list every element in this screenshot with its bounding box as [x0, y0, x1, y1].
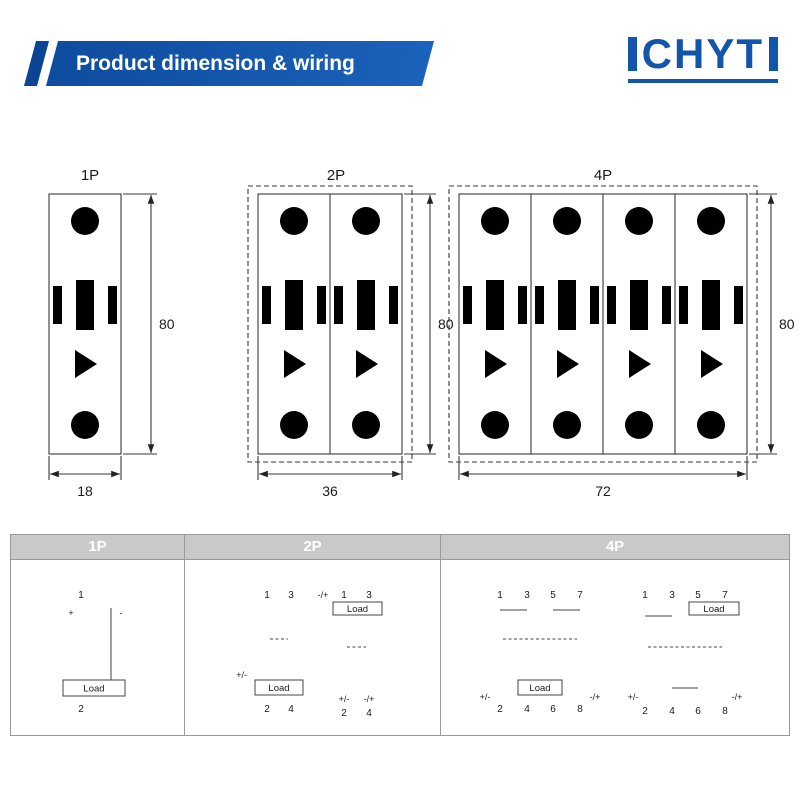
height-dimension-2p [404, 193, 436, 455]
terminal-label: 6 [695, 706, 701, 717]
wiring-table-header: 1P 2P 4P [11, 535, 789, 559]
terminal-label: 3 [288, 590, 294, 601]
terminal-label: 3 [366, 590, 372, 601]
load-box [332, 601, 383, 616]
terminal-label: 8 [577, 704, 583, 715]
terminal-label: 8 [722, 706, 728, 717]
wiring-diagram-4p: 1 3 5 7 Load +/- -/+ 2 4 [480, 590, 743, 717]
wiring-table: 1P 2P 4P 1 + - Load 2 1 3 [10, 534, 790, 736]
drawing-label-1p: 1P [81, 167, 99, 184]
load-label: Load [268, 683, 289, 694]
terminal-label: 1 [341, 590, 347, 601]
width-value-2p: 36 [322, 483, 338, 499]
brand-logo: CHYT [627, 30, 778, 83]
breaker-body-1p [48, 193, 122, 455]
terminal-label: 6 [550, 704, 556, 715]
terminal-label: 2 [497, 704, 503, 715]
outline-dashed-4p [448, 185, 758, 463]
wiring-4p-diagram-a: 1 3 5 7 Load +/- -/+ 2 4 [480, 590, 601, 715]
page-title: Product dimension & wiring [76, 52, 355, 75]
load-label: Load [83, 684, 104, 695]
load-box [517, 679, 563, 696]
width-dimension-4p [458, 456, 748, 480]
terminal-label: 1 [78, 590, 84, 601]
terminal-label: 1 [264, 590, 270, 601]
width-dimension-2p [257, 456, 403, 480]
drawing-label-4p: 4P [594, 167, 612, 184]
wiring-table-body: 1 + - Load 2 1 3 Lo [11, 559, 789, 735]
wiring-diagram-2p: 1 3 Load +/- 2 4 -/+ 1 3 Loa [236, 590, 383, 719]
polarity-plus: + [68, 608, 73, 618]
terminal-label: 4 [288, 704, 294, 715]
height-dimension-4p [749, 193, 777, 455]
load-label: Load [703, 604, 724, 615]
terminal-label: 7 [722, 590, 728, 601]
terminal-label: 5 [550, 590, 556, 601]
outline-dashed-2p [247, 185, 413, 463]
height-value-4p: 80 [779, 316, 795, 332]
polarity-label: -/+ [590, 692, 601, 702]
polarity-label: -/+ [732, 692, 743, 702]
wiring-diagram-1p: 1 + - Load 2 [62, 590, 126, 715]
terminal-label: 4 [669, 706, 675, 717]
width-value-4p: 72 [595, 483, 611, 499]
polarity-label: +/- [339, 694, 350, 704]
load-box [254, 679, 304, 696]
polarity-label: +/- [236, 670, 247, 680]
wiring-2p-diagram-a: 1 3 Load +/- 2 4 [236, 590, 304, 715]
terminal-label: 4 [366, 708, 372, 719]
terminal-label: 7 [577, 590, 583, 601]
logo-text: CHYT [641, 30, 764, 77]
logo-bar-right [769, 37, 778, 71]
logo-underline [627, 79, 778, 83]
wiring-2p-diagram-b: -/+ 1 3 Load +/- -/+ 2 4 [318, 590, 383, 719]
wiring-header-1p: 1P [11, 535, 185, 559]
polarity-label: -/+ [318, 590, 329, 600]
wiring-header-4p: 4P [605, 538, 625, 555]
polarity-label: +/- [480, 692, 491, 702]
terminal-label: 1 [642, 590, 648, 601]
drawing-label-2p: 2P [327, 167, 345, 184]
height-value-1p: 80 [159, 316, 175, 332]
width-dimension-1p [48, 456, 122, 480]
terminal-label: 2 [341, 708, 347, 719]
banner-accent-bar [23, 41, 50, 86]
breaker-drawing-2p: 2P 80 36 [247, 167, 454, 499]
terminal-label: 2 [264, 704, 270, 715]
load-box [688, 601, 740, 616]
polarity-minus: - [120, 608, 123, 618]
terminal-label: 3 [524, 590, 530, 601]
logo-bar-left [627, 37, 637, 71]
terminal-label: 5 [695, 590, 701, 601]
terminal-label: 2 [642, 706, 648, 717]
load-label: Load [529, 683, 550, 694]
width-value-1p: 18 [77, 483, 93, 499]
polarity-label: +/- [628, 692, 639, 702]
terminal-label: 4 [524, 704, 530, 715]
load-label: Load [347, 604, 368, 615]
wiring-cell-2p: 1 3 Load +/- 2 4 -/+ 1 3 Loa [185, 560, 441, 735]
wiring-4p-diagram-b: 1 3 5 7 Load +/- -/+ 2 4 [628, 590, 743, 717]
breaker-drawing-1p: 1P 80 18 [48, 167, 175, 499]
terminal-label: 1 [497, 590, 503, 601]
terminal-label: 3 [669, 590, 675, 601]
load-box [62, 679, 126, 697]
height-value-2p: 80 [438, 316, 454, 332]
wiring-cell-4p: 1 3 5 7 Load +/- -/+ 2 4 [441, 560, 789, 735]
breaker-drawing-4p: 4P 80 72 [448, 167, 795, 499]
polarity-label: -/+ [364, 694, 375, 704]
wiring-header-2p: 2P [185, 535, 441, 559]
height-dimension-1p [123, 193, 157, 455]
terminal-label: 2 [78, 704, 84, 715]
title-banner: Product dimension & wiring [45, 41, 435, 86]
wiring-cell-1p: 1 + - Load 2 [11, 560, 185, 735]
